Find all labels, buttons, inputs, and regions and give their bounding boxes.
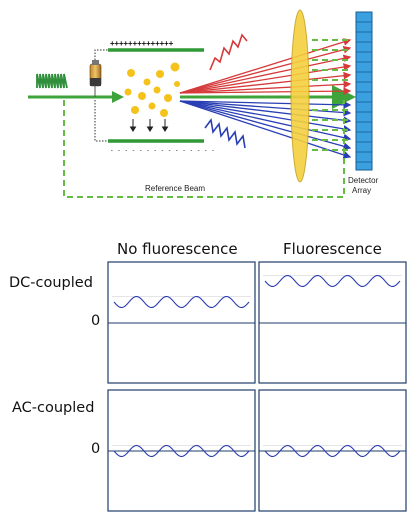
zero-label-ac: 0	[91, 441, 101, 457]
main-beam-arrowhead	[112, 91, 124, 103]
plus-signs: ++++++++++++++	[110, 39, 174, 48]
detector-array	[355, 11, 373, 171]
particles	[124, 62, 180, 117]
detector-label-line2: Array	[352, 186, 371, 195]
circuit-wire-top	[94, 49, 108, 60]
detector-label-line1: Detector	[348, 176, 379, 185]
zero-label-dc: 0	[91, 313, 101, 329]
reference-beam-label: Reference Beam	[145, 184, 205, 193]
lens	[290, 9, 310, 183]
red-emission-wave	[209, 33, 248, 71]
minus-signs: - - - - - - - - - - - - - - -	[110, 147, 215, 154]
row-label-ac-coupled: AC-coupled	[12, 400, 95, 416]
blue-rays	[179, 100, 352, 159]
signal-wave-dc-coupled-fluorescence	[264, 274, 401, 288]
plot-panels	[107, 261, 407, 512]
column-label-no-fluorescence: No fluorescence	[117, 240, 238, 258]
reference-beam-path	[63, 39, 350, 198]
signal-wave-ac-coupled-no-fluorescence	[113, 444, 250, 458]
red-rays	[179, 38, 352, 95]
incoming-laser-wave	[36, 73, 68, 89]
drift-arrows	[129, 119, 169, 132]
battery-icon	[89, 60, 102, 87]
column-label-fluorescence: Fluorescence	[283, 240, 382, 258]
row-label-dc-coupled: DC-coupled	[9, 275, 93, 291]
blue-emission-wave	[204, 118, 246, 149]
signal-wave-dc-coupled-no-fluorescence	[113, 295, 250, 309]
signal-wave-ac-coupled-fluorescence	[264, 444, 401, 458]
flow-cytometer-diagram: ++++++++++++++ - - - - - - - - - - - - -…	[28, 9, 379, 198]
circuit-wire-bottom	[94, 100, 108, 142]
